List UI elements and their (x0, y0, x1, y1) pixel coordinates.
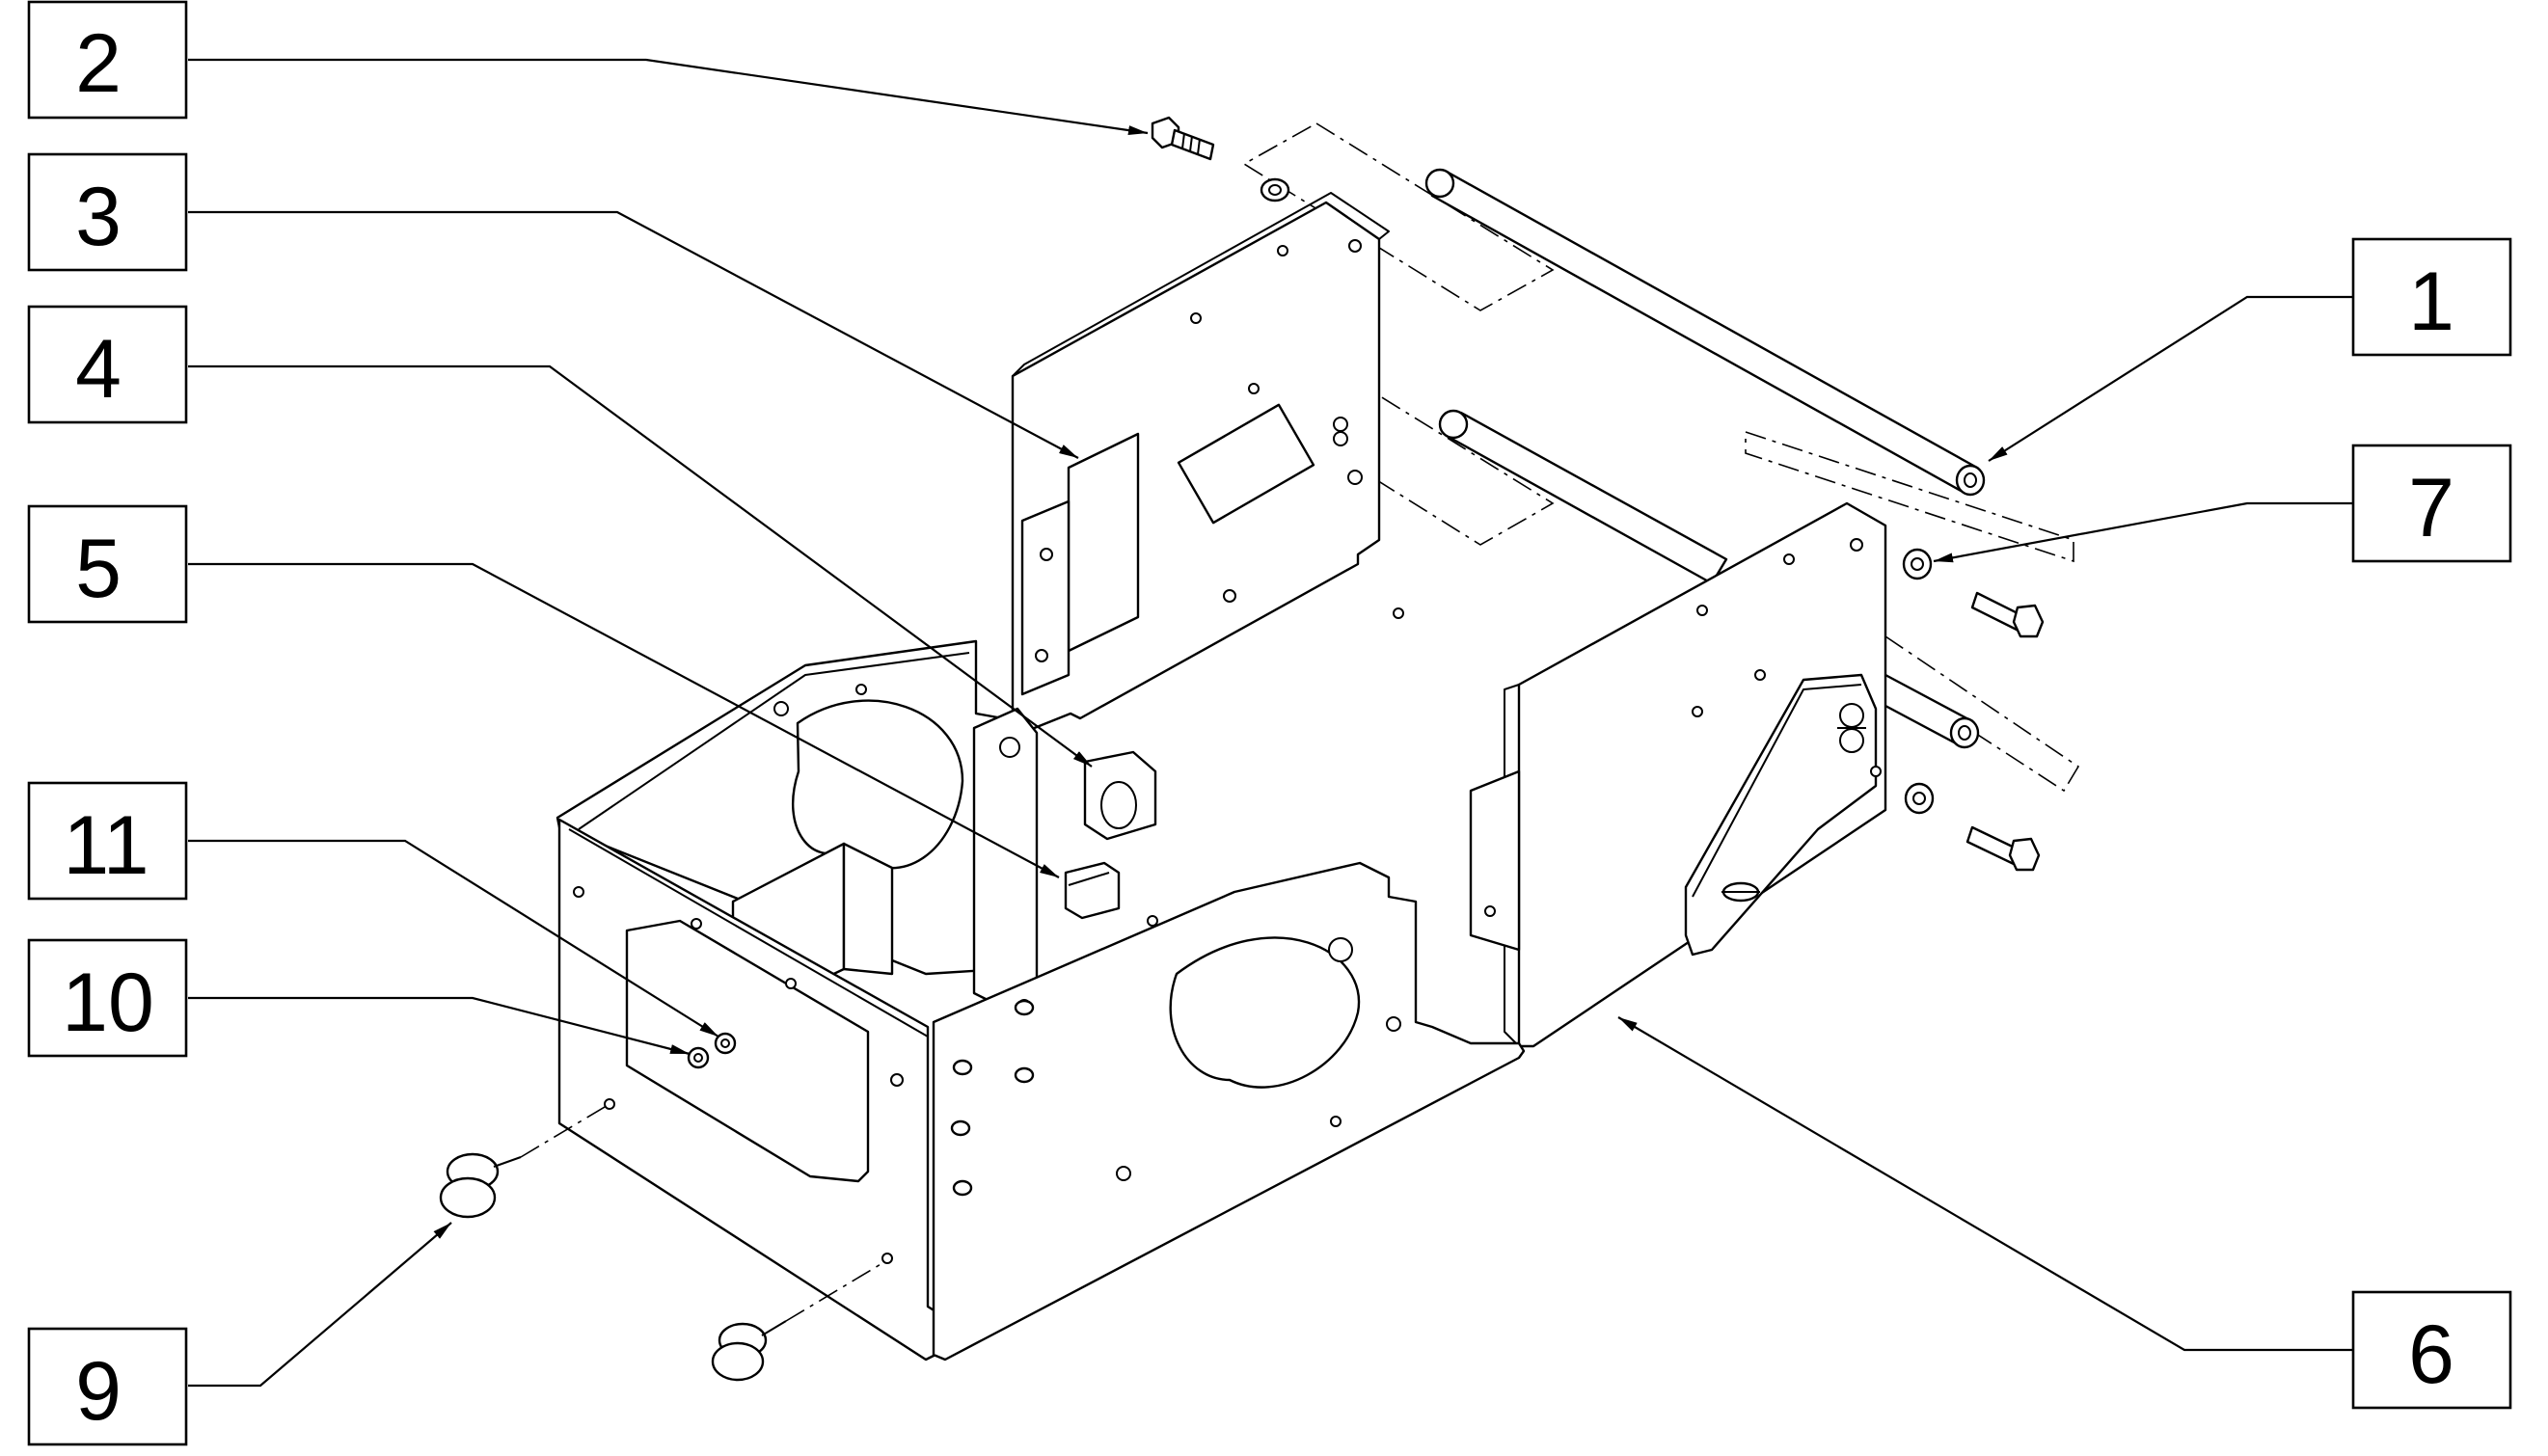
callout-6: 6 (2351, 1290, 2512, 1410)
callout-1-label: 1 (2408, 256, 2454, 348)
leader-6 (1617, 1016, 2353, 1352)
leader-4 (188, 364, 1093, 768)
leader-9 (188, 1222, 452, 1388)
callout-11: 11 (27, 781, 188, 901)
leader-11 (188, 839, 719, 1038)
rod-stub (1869, 673, 1980, 749)
rod-upper (1424, 168, 1986, 497)
main-housing (556, 639, 1526, 1362)
callout-3: 3 (27, 152, 188, 272)
bolt-right-upper (1902, 548, 2045, 638)
callout-7: 7 (2351, 444, 2512, 563)
callout-4: 4 (27, 305, 188, 424)
rear-plate (1011, 192, 1404, 735)
callout-3-label: 3 (75, 171, 122, 263)
callout-7-label: 7 (2408, 462, 2454, 554)
rivet-cluster (950, 999, 1035, 1197)
callout-4-label: 4 (75, 323, 122, 416)
callout-2-label: 2 (75, 17, 122, 110)
connector-item4 (1083, 750, 1157, 841)
bolt-right-lower (1904, 782, 2041, 872)
callout-5: 5 (27, 504, 188, 624)
nut-item11 (714, 1032, 737, 1055)
callout-1: 1 (2351, 237, 2512, 357)
callout-2: 2 (27, 0, 188, 120)
callout-10: 10 (27, 938, 188, 1058)
leader-1 (1988, 295, 2353, 462)
bolt-top (1151, 116, 1290, 202)
callout-11-label: 11 (63, 799, 149, 892)
callout-9-label: 9 (75, 1345, 122, 1438)
callout-5-label: 5 (75, 523, 122, 615)
wing-nut-top (1837, 703, 1866, 753)
leader-2 (188, 58, 1149, 136)
knob-bottom (711, 1320, 787, 1382)
callout-6-label: 6 (2408, 1308, 2454, 1401)
washer-item10 (687, 1046, 710, 1069)
leader-7 (1933, 501, 2353, 563)
switch-item5 (1064, 861, 1121, 920)
leader-5 (188, 562, 1060, 878)
callout-10-label: 10 (62, 957, 154, 1049)
callout-9: 9 (27, 1327, 188, 1446)
rod-lower (1438, 409, 1728, 585)
knob-left (439, 1152, 522, 1219)
leader-10 (188, 996, 691, 1056)
leader-3 (188, 210, 1079, 459)
right-side-plate (1469, 501, 1887, 1048)
leader-lines (188, 58, 2353, 1388)
wing-nut-bottom (1721, 881, 1760, 903)
